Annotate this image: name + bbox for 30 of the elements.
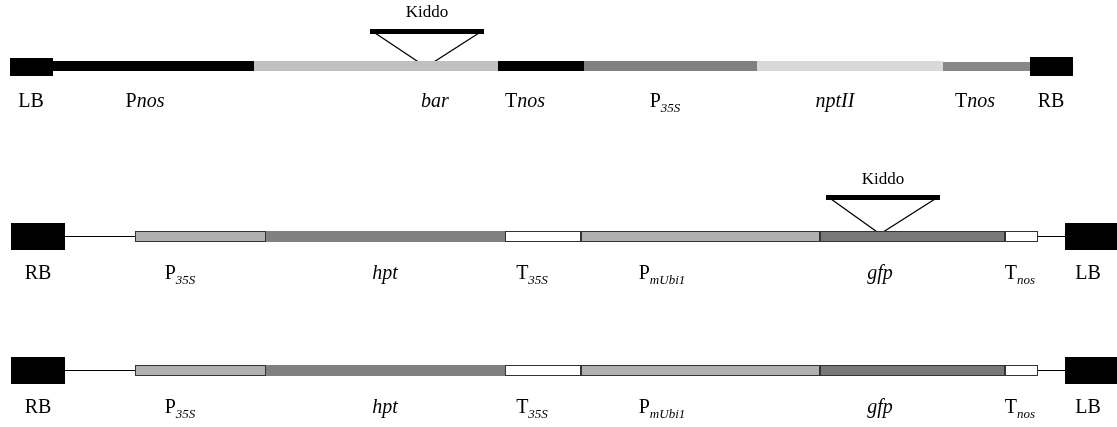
segment-label: P$_{35S}$: [649, 89, 681, 117]
segment-label: RB: [24, 261, 52, 283]
connector-line: [64, 370, 136, 371]
segment-label: T$_{nos}$: [1004, 395, 1036, 423]
segment-label: P$_{35S}$: [164, 261, 196, 289]
segment-label: gfp: [867, 261, 893, 283]
segment-label: gfp: [867, 395, 893, 417]
segment-label: hpt: [372, 395, 398, 417]
segment-label: T$_{nos}$: [1004, 261, 1036, 289]
insertion-label: Kiddo: [861, 170, 905, 188]
segment-label: P$_{mUbi1}$: [638, 261, 686, 289]
segment-label: T$_{35S}$: [516, 261, 548, 289]
segment-label: LB: [18, 89, 44, 111]
segment-label: LB: [1075, 395, 1101, 417]
segment-label: nptII: [815, 89, 855, 111]
connector-line: [64, 236, 136, 237]
segment-label: P$_{35S}$: [164, 395, 196, 423]
connector-line: [1037, 370, 1066, 371]
segment-label: Tnos: [955, 89, 995, 111]
connector-line: [1037, 236, 1066, 237]
segment-label: RB: [1037, 89, 1065, 111]
segment-label: Pnos: [125, 89, 165, 111]
segment-label: LB: [1075, 261, 1101, 283]
insertion-label: Kiddo: [405, 3, 449, 21]
segment-label: bar: [421, 89, 449, 111]
segment-label: RB: [24, 395, 52, 417]
segment-label: Tnos: [505, 89, 545, 111]
segment-label: hpt: [372, 261, 398, 283]
segment-label: P$_{mUbi1}$: [638, 395, 686, 423]
segment-label: T$_{35S}$: [516, 395, 548, 423]
